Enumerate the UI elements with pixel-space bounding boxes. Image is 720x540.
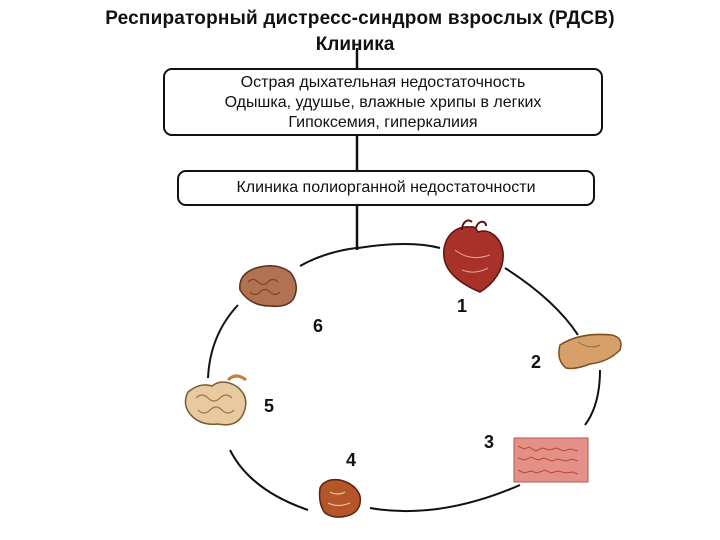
arc-kidney-intestine — [230, 450, 308, 510]
intestine-icon — [185, 376, 246, 425]
organ-number-2: 2 — [531, 352, 541, 373]
clinical-signs-line-2: Одышка, удушье, влажные хрипы в легких — [165, 93, 601, 113]
organ-number-5: 5 — [264, 396, 274, 417]
arc-intestine-brain — [208, 305, 238, 378]
organ-number-6: 6 — [313, 316, 323, 337]
clinical-signs-box: Острая дыхательная недостаточность Одышк… — [163, 68, 603, 136]
organ-number-1: 1 — [457, 296, 467, 317]
organ-number-3: 3 — [484, 432, 494, 453]
tissue-icon — [514, 438, 588, 482]
arc-top-right — [358, 244, 440, 248]
multiorgan-failure-box: Клиника полиорганной недостаточности — [177, 170, 595, 206]
arc-liver-tissue — [585, 370, 600, 425]
arc-brain-top — [300, 248, 356, 266]
brain-icon — [240, 266, 296, 307]
arc-heart-liver — [505, 268, 578, 335]
kidney-icon — [320, 480, 361, 517]
clinical-signs-line-1: Острая дыхательная недостаточность — [165, 73, 601, 93]
organ-number-4: 4 — [346, 450, 356, 471]
heart-icon — [444, 220, 503, 292]
liver-icon — [559, 334, 621, 368]
arc-tissue-kidney — [370, 485, 520, 511]
clinical-signs-line-3: Гипоксемия, гиперкалиия — [165, 113, 601, 133]
